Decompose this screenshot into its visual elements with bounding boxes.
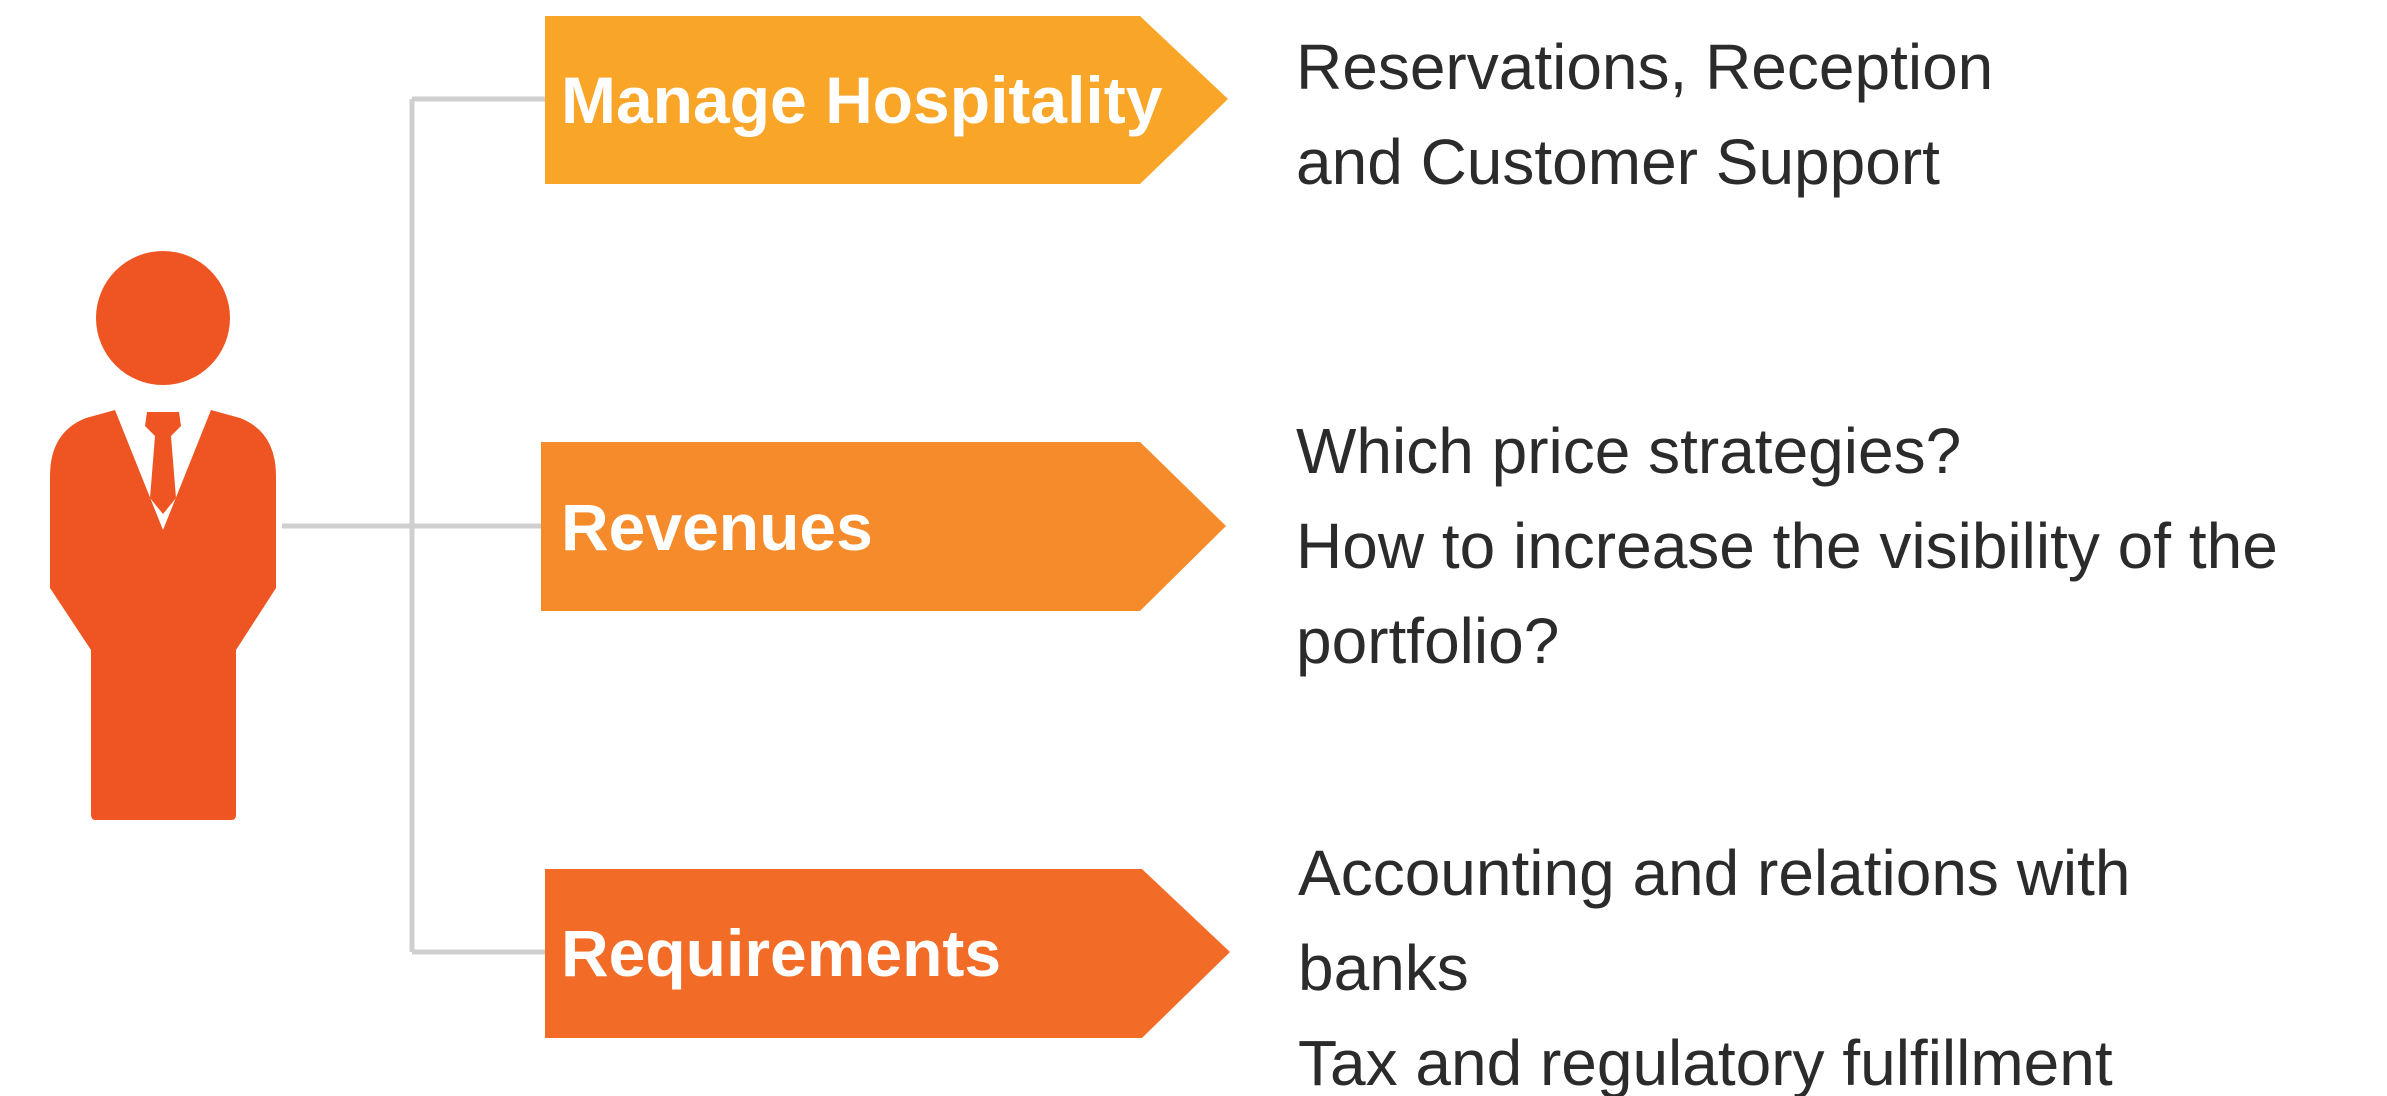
connector-lines xyxy=(282,96,548,955)
description-manage-hospitality-line-2: and Customer Support xyxy=(1296,126,1940,198)
arrow-label-revenues: Revenues xyxy=(561,490,873,564)
arrow-manage-hospitality xyxy=(545,16,1228,184)
description-requirements-line-3: Tax and regulatory fulfillment xyxy=(1298,1027,2113,1096)
arrow-requirements xyxy=(545,869,1230,1038)
branch-descriptions: Reservations, Reception and Customer Sup… xyxy=(1296,31,2278,1096)
description-revenues-line-3: portfolio? xyxy=(1296,605,1559,677)
arrow-revenues xyxy=(541,442,1226,611)
description-requirements-line-2: banks xyxy=(1298,932,1469,1004)
person-tie xyxy=(145,412,181,514)
branch-arrows: Manage Hospitality Revenues Requirements xyxy=(541,16,1230,1038)
person-head xyxy=(96,251,230,385)
description-requirements-line-1: Accounting and relations with xyxy=(1298,837,2131,909)
description-revenues-line-2: How to increase the visibility of the xyxy=(1296,510,2278,582)
person-body xyxy=(50,410,276,820)
businessman-icon xyxy=(50,251,276,820)
description-manage-hospitality-line-1: Reservations, Reception xyxy=(1296,31,1993,103)
arrow-label-manage-hospitality: Manage Hospitality xyxy=(561,63,1163,137)
description-revenues-line-1: Which price strategies? xyxy=(1296,415,1961,487)
arrow-label-requirements: Requirements xyxy=(561,916,1001,990)
